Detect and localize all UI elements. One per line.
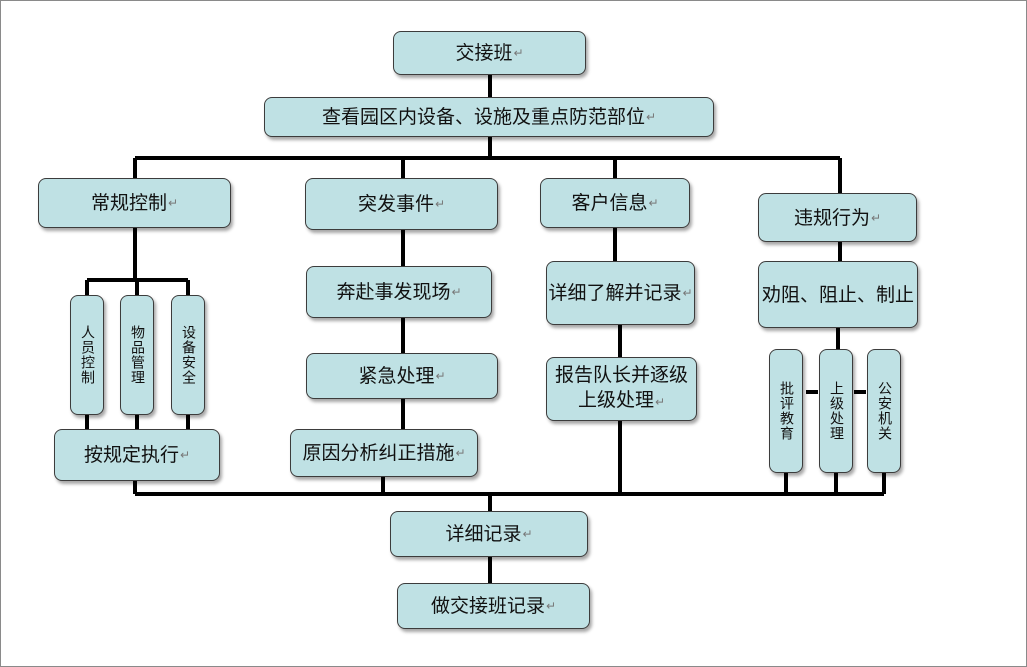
node-dissuade: 劝阻、阻止、制止: [758, 261, 918, 328]
node-police: 公安机关: [867, 349, 901, 473]
node-detail-record: 详细了解并记录↵: [546, 261, 695, 325]
node-goods-management: 物品管理: [120, 295, 154, 415]
node-criticize: 批评教育: [769, 349, 803, 473]
node-detailed-record: 详细记录↵: [390, 511, 588, 557]
node-violation: 违规行为↵: [758, 193, 917, 242]
node-equipment-safety: 设备安全: [171, 295, 205, 415]
node-inspect: 查看园区内设备、设施及重点防范部位↵: [264, 97, 714, 137]
node-customer-info: 客户信息↵: [540, 178, 690, 228]
node-routine-control: 常规控制↵: [38, 178, 231, 228]
node-superior-handling: 上级处理: [819, 349, 853, 473]
node-handover: 交接班↵: [393, 31, 586, 75]
node-handover-record: 做交接班记录↵: [397, 583, 590, 629]
node-urgent-handling: 紧急处理↵: [306, 353, 498, 399]
node-cause-analysis: 原因分析纠正措施↵: [290, 429, 478, 477]
node-emergency: 突发事件↵: [305, 178, 498, 230]
node-personnel-control: 人员控制: [70, 295, 104, 415]
node-report-captain: 报告队长并逐级 上级处理↵: [546, 357, 697, 421]
node-rush-to-scene: 奔赴事发现场↵: [306, 266, 492, 318]
node-execute: 按规定执行↵: [54, 429, 220, 481]
